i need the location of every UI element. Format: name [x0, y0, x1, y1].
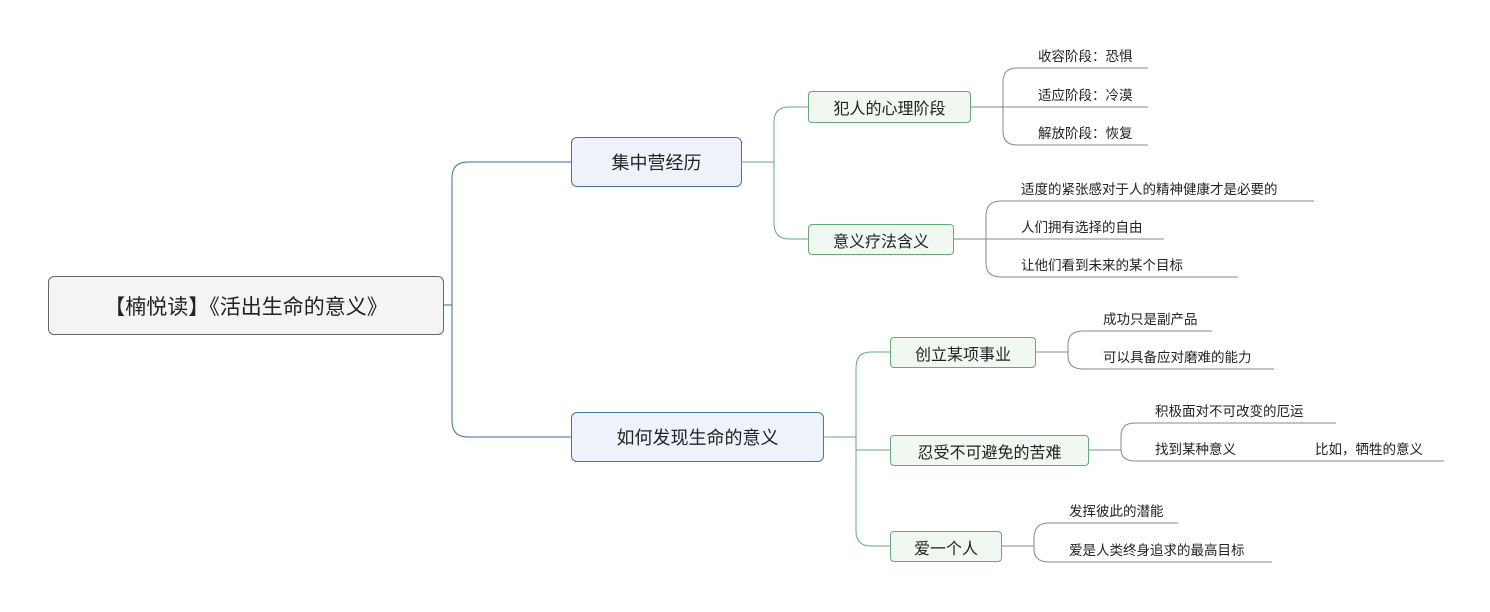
subtopic-label: 忍受不可避免的苦难 — [917, 442, 1062, 462]
subtopic-endure-suffering[interactable]: 忍受不可避免的苦难 — [890, 435, 1089, 466]
subtopic-label: 爱一个人 — [913, 538, 978, 558]
connector-b1-sub1 — [742, 106, 808, 163]
leaf-topic[interactable]: 人们拥有选择的自由 — [1021, 220, 1143, 236]
root-topic-label: 【楠悦读】《活出生命的意义》 — [104, 294, 388, 319]
leaf-topic[interactable]: 爱是人类终身追求的最高目标 — [1069, 543, 1245, 559]
branch-find-meaning[interactable]: 如何发现生命的意义 — [571, 412, 824, 462]
leaf-topic[interactable]: 积极面对不可改变的厄运 — [1155, 404, 1304, 420]
branch-concentration-camp[interactable]: 集中营经历 — [571, 137, 742, 187]
leaf-topic[interactable]: 适应阶段：冷漠 — [1038, 88, 1133, 104]
leaf-topic[interactable]: 收容阶段：恐惧 — [1038, 49, 1133, 65]
branch-label: 如何发现生命的意义 — [616, 428, 779, 449]
connector-b2-sub1 — [824, 351, 890, 438]
subtopic-love-someone[interactable]: 爱一个人 — [890, 531, 1002, 562]
connector-b1-sub2 — [773, 162, 808, 240]
connector-leaf-group-5 — [1002, 522, 1272, 563]
root-topic[interactable]: 【楠悦读】《活出生命的意义》 — [48, 276, 444, 335]
connector-root-branch1 — [444, 161, 571, 306]
connector-leaf-group-2 — [954, 200, 1314, 278]
connector-leaf-group-1 — [971, 67, 1148, 146]
connector-b2-sub3 — [855, 450, 890, 547]
leaf-topic[interactable]: 适度的紧张感对于人的精神健康才是必要的 — [1021, 182, 1278, 198]
subtopic-label: 创立某项事业 — [914, 344, 1011, 364]
leaf-topic[interactable]: 成功只是副产品 — [1103, 312, 1198, 328]
leaf-topic[interactable]: 发挥彼此的潜能 — [1069, 504, 1164, 520]
subtopic-label: 意义疗法含义 — [832, 231, 929, 251]
leaf-topic[interactable]: 可以具备应对磨难的能力 — [1103, 350, 1252, 366]
subtopic-label: 犯人的心理阶段 — [833, 99, 946, 118]
connector-leaf-group-3 — [1036, 330, 1274, 370]
subtopic-psychological-stages[interactable]: 犯人的心理阶段 — [808, 91, 971, 123]
leaf-topic[interactable]: 解放阶段：恢复 — [1038, 126, 1133, 142]
leaf-topic[interactable]: 找到某种意义 — [1155, 442, 1236, 458]
connector-b2-sub2 — [824, 436, 890, 451]
branch-label: 集中营经历 — [611, 153, 702, 174]
connector-leaf-group-4 — [1089, 422, 1444, 462]
subtopic-logotherapy[interactable]: 意义疗法含义 — [808, 224, 954, 255]
leaf-topic[interactable]: 让他们看到未来的某个目标 — [1021, 258, 1183, 274]
leaf-subtopic[interactable]: 比如，牺牲的意义 — [1315, 442, 1423, 458]
connector-root-branch2 — [451, 305, 571, 438]
subtopic-create-work[interactable]: 创立某项事业 — [890, 337, 1036, 368]
